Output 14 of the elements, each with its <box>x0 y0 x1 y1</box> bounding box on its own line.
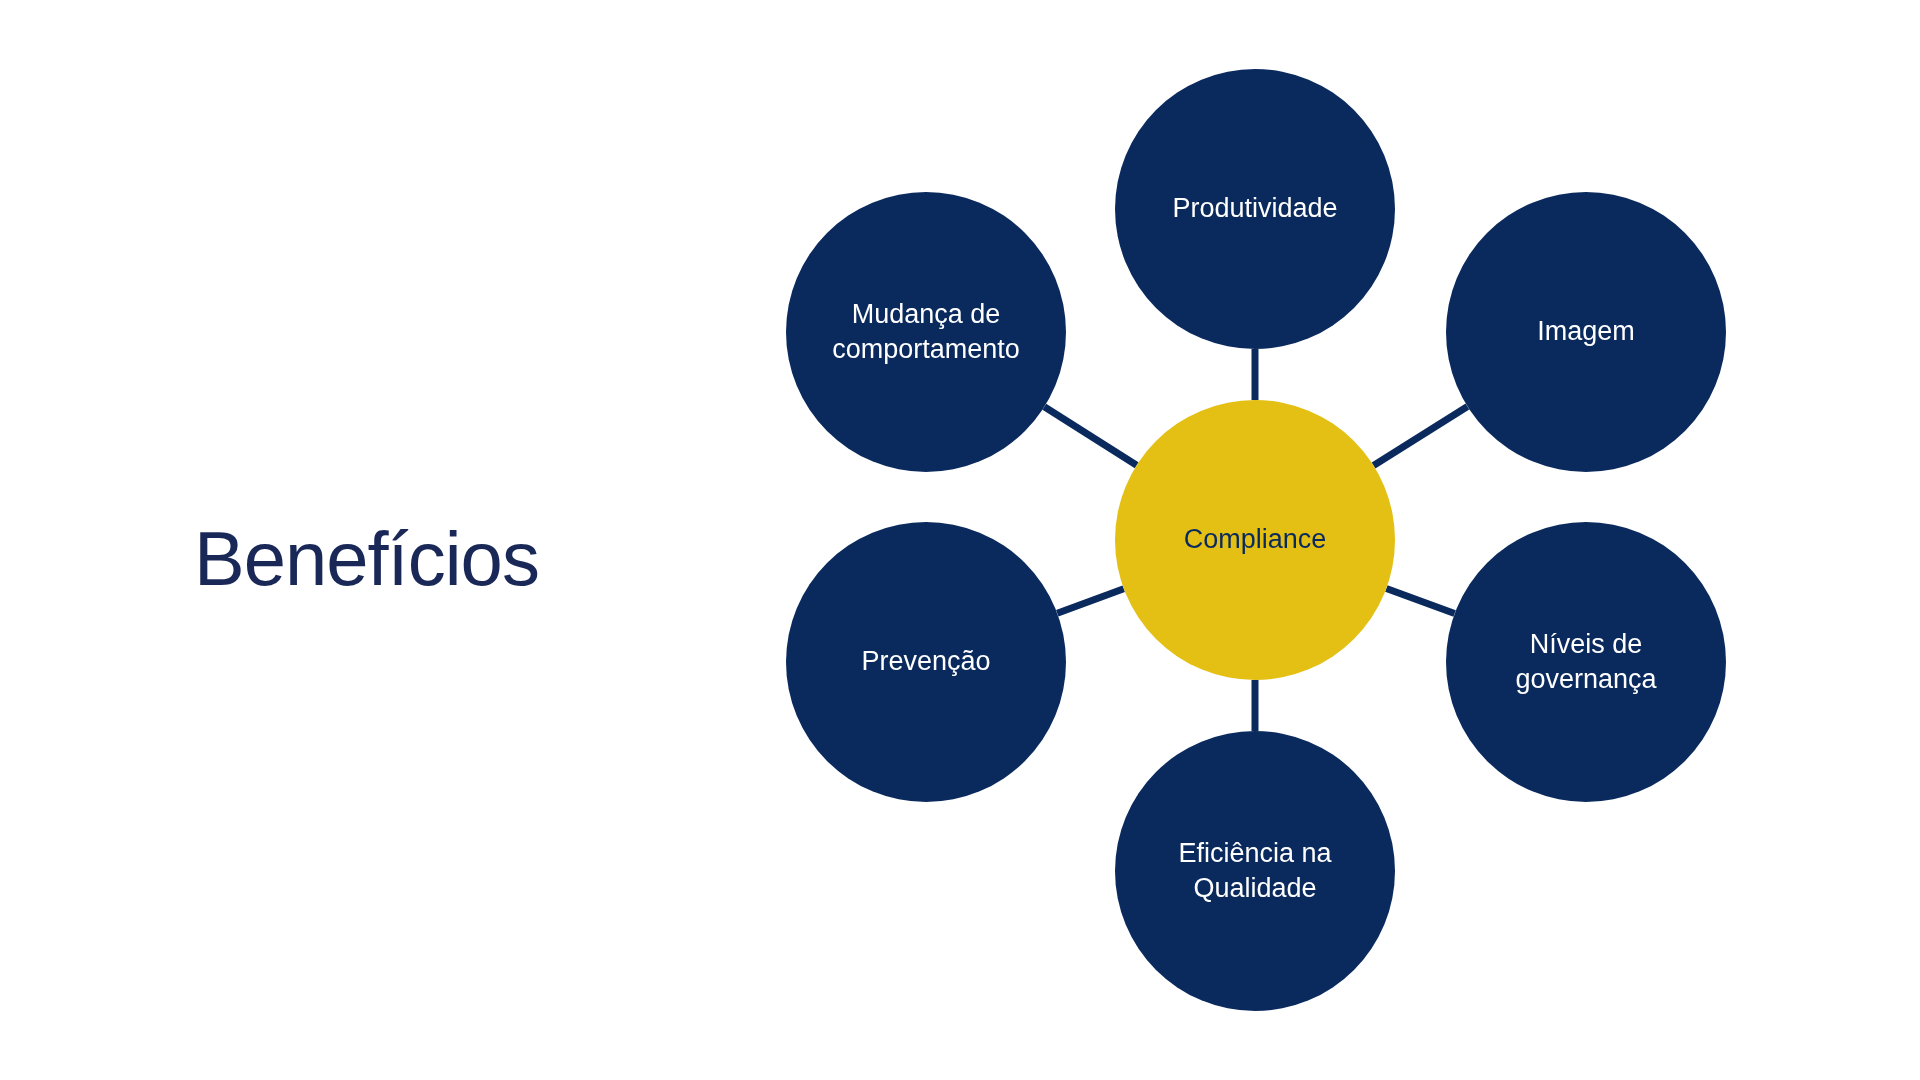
connector-line <box>1251 680 1259 731</box>
connector-line <box>1042 403 1139 469</box>
node-label: Imagem <box>1537 315 1635 349</box>
title: Benefícios <box>194 515 539 602</box>
connector-line <box>1056 585 1125 617</box>
node-label: Mudança de comportamento <box>831 297 1021 366</box>
node-label: Produtividade <box>1172 192 1338 226</box>
node-label: Compliance <box>1183 523 1327 557</box>
connector-line <box>1371 403 1470 469</box>
connector-line <box>1251 349 1259 400</box>
node-label: Prevenção <box>861 645 991 679</box>
node-label: Níveis de governança <box>1514 627 1658 696</box>
node-label: Eficiência na Qualidade <box>1177 836 1333 905</box>
connector-line <box>1385 585 1456 617</box>
